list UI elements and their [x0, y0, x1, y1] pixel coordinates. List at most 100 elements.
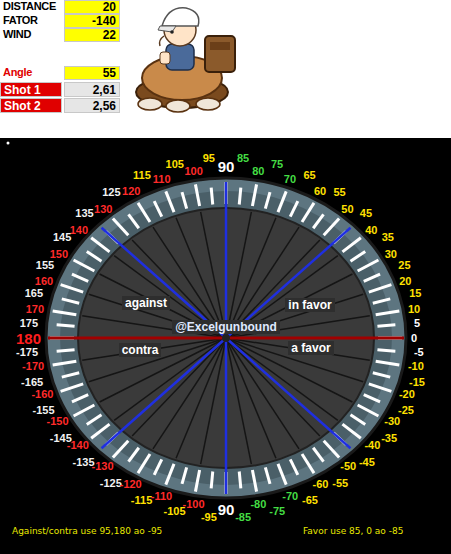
- angle-number: 105: [166, 159, 184, 170]
- shot-header-cell: Shot 1: [0, 82, 62, 97]
- ring-tick: [364, 274, 380, 281]
- field-name: FATOR: [3, 15, 38, 26]
- angle-number: -135: [73, 457, 95, 468]
- angle-number: -45: [359, 457, 375, 468]
- ring-tick: [376, 361, 400, 365]
- angle-number: 160: [35, 276, 53, 287]
- dark-ground: [0, 138, 451, 554]
- ring-tick: [377, 325, 395, 326]
- usage-note: Favor use 85, 0 ao -85: [303, 527, 403, 536]
- angle-number: 175: [20, 318, 38, 329]
- ring-tick: [166, 191, 174, 212]
- angle-number: 30: [385, 249, 397, 260]
- angle-number: 155: [36, 260, 54, 271]
- dial-spoke: [226, 338, 338, 420]
- angle-number: 75: [271, 159, 283, 170]
- usage-note: Against/contra use 95,180 ao -95: [12, 527, 162, 536]
- ring-tick: [342, 238, 360, 252]
- angle-number: -80: [250, 499, 266, 510]
- zone-label: against: [122, 296, 170, 310]
- ring-tick: [351, 251, 366, 261]
- angle-number: -50: [340, 461, 356, 472]
- cell-text: 20: [103, 1, 116, 13]
- ring-tick: [358, 405, 379, 416]
- ring-tick: [211, 188, 213, 205]
- angle-number: 130: [94, 204, 112, 215]
- cell-text: 22: [103, 29, 116, 41]
- angle-number: -165: [21, 377, 43, 388]
- angle-number: -65: [302, 495, 318, 506]
- cell-text: 2,56: [93, 100, 116, 112]
- angle-number: 15: [409, 288, 421, 299]
- value-cell: 20: [64, 0, 120, 14]
- angle-number: -20: [399, 389, 415, 400]
- ring-tick: [62, 299, 79, 303]
- angle-number: -55: [332, 478, 348, 489]
- character-sprite: [136, 8, 235, 112]
- angle-number: -30: [384, 416, 400, 427]
- ring-tick: [74, 405, 95, 416]
- watermark: @Excelgunbound: [172, 320, 280, 334]
- ring-tick: [278, 191, 286, 212]
- angle-number: 55: [333, 187, 345, 198]
- ring-tick: [252, 184, 256, 206]
- angle-number: 140: [70, 225, 88, 236]
- angle-number: -150: [47, 416, 69, 427]
- ring-tick: [87, 415, 102, 425]
- blue-guide-line: [226, 338, 350, 448]
- angle-number: 135: [75, 208, 93, 219]
- ring-tick: [351, 415, 366, 425]
- angle-number: -125: [100, 478, 122, 489]
- ring-tick: [113, 218, 128, 235]
- ring-tick: [373, 299, 390, 303]
- angle-number: 90: [218, 502, 235, 517]
- angle-number: 25: [398, 260, 410, 271]
- ring-tick: [377, 350, 395, 351]
- angle-number: -85: [235, 512, 251, 523]
- ring-tick: [61, 285, 84, 293]
- ring-tick: [358, 260, 379, 271]
- ring-tick: [290, 201, 298, 216]
- ring-tick: [278, 464, 286, 485]
- value-cell: -140: [64, 14, 120, 28]
- angle-number: 115: [133, 170, 151, 181]
- ring-tick: [195, 470, 199, 492]
- dot: [7, 142, 10, 145]
- ring-tick: [53, 361, 77, 365]
- ring-tick: [211, 471, 213, 488]
- angle-number: 100: [184, 166, 202, 177]
- angle-number: 70: [284, 174, 296, 185]
- cell-text: -140: [92, 15, 116, 27]
- angle-number: -5: [414, 347, 424, 358]
- ring-tick: [373, 373, 390, 377]
- ring-tick: [182, 192, 187, 208]
- ring-tick: [313, 214, 323, 228]
- ring-tick: [239, 471, 241, 488]
- ring-tick: [324, 441, 339, 458]
- angle-number: -70: [282, 491, 298, 502]
- angle-number: -35: [381, 433, 397, 444]
- ring-tick: [113, 441, 128, 458]
- angle-number: -100: [183, 499, 205, 510]
- blue-guide-line: [225, 182, 228, 338]
- ring-tick: [364, 395, 380, 402]
- zone-label: in favor: [285, 298, 334, 312]
- ring-tick: [182, 467, 187, 483]
- blue-guide-line: [225, 338, 228, 494]
- ring-tick: [302, 203, 314, 222]
- dial-spoke: [226, 338, 363, 382]
- angle-number: 45: [360, 208, 372, 219]
- angle-number: -110: [151, 491, 172, 502]
- ring-tick: [313, 448, 323, 462]
- cell-text: 55: [103, 67, 116, 79]
- field-name: Angle: [3, 67, 32, 78]
- angle-number: 40: [365, 225, 377, 236]
- angle-number: 80: [252, 166, 264, 177]
- zone-label: contra: [119, 343, 162, 357]
- angle-number: -130: [92, 461, 114, 472]
- angle-number: 180: [16, 331, 41, 346]
- blue-guide-line: [102, 338, 226, 448]
- ring-tick: [57, 325, 75, 326]
- ring-tick: [91, 424, 109, 438]
- ring-tick: [128, 214, 138, 228]
